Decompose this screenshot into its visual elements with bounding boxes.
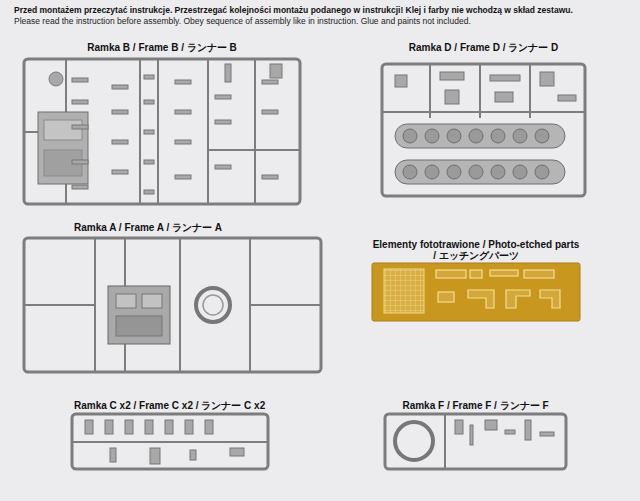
sprue-frame: Ramka C x2 / Frame C x2 / ランナー C x2 — [70, 400, 270, 470]
instruction-note: Please read the instruction before assem… — [14, 16, 628, 27]
sprue-frame: Ramka B / Frame B / ランナー B — [22, 42, 302, 205]
sprue-frame: Ramka A / Frame A / ランナー A — [22, 222, 323, 373]
frame-heading: Elementy fototrawione / Photo-etched par… — [372, 239, 580, 261]
photo-etched-fret — [372, 263, 580, 321]
frame-heading: Ramka A / Frame A / ランナー A — [22, 222, 323, 233]
frame-heading: Ramka C x2 / Frame C x2 / ランナー C x2 — [70, 400, 270, 411]
sprue-frame-f — [385, 414, 566, 469]
frame-heading: Ramka D / Frame D / ランナー D — [380, 42, 587, 53]
notes-block: Przed montażem przeczytać instrukcje. Pr… — [14, 5, 628, 27]
sprue-frame-c — [72, 414, 268, 469]
sprue-frame: Ramka F / Frame F / ランナー F — [383, 400, 568, 470]
sprue-frame-d — [382, 64, 585, 196]
instruction-note: Przed montażem przeczytać instrukcje. Pr… — [14, 5, 628, 16]
sprue-frame: Elementy fototrawione / Photo-etched par… — [372, 239, 580, 321]
sprue-frame-b — [24, 59, 300, 204]
sprue-frame: Ramka D / Frame D / ランナー D — [380, 42, 587, 197]
sprue-frame-a — [24, 238, 321, 372]
frame-heading: Ramka B / Frame B / ランナー B — [22, 42, 302, 53]
frame-heading: Ramka F / Frame F / ランナー F — [383, 400, 568, 411]
